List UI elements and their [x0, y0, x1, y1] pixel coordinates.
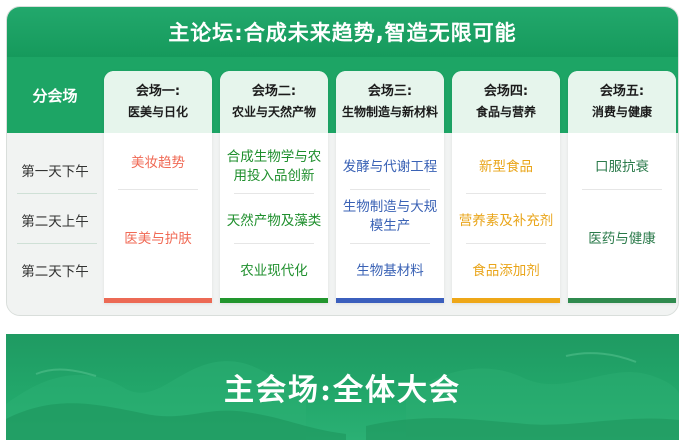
- venue-color-bar: [336, 298, 444, 303]
- session-cell: 农业现代化: [240, 262, 308, 279]
- session-cell: 口服抗衰: [595, 158, 649, 175]
- venue-color-bar: [104, 298, 212, 303]
- row-labels: 第一天下午 第二天上午 第二天下午: [7, 133, 103, 313]
- cell-divider: [234, 193, 314, 194]
- session-cell: 医美与护肤: [124, 230, 192, 247]
- venue-header-3: 会场三: 生物制造与新材料: [336, 71, 444, 133]
- cell-divider: [582, 189, 662, 190]
- row-divider: [17, 193, 97, 194]
- venue-title: 会场一:: [135, 84, 181, 99]
- session-cell: 医药与健康: [588, 230, 656, 247]
- venue-column-5: 会场五: 消费与健康 口服抗衰 医药与健康: [568, 71, 676, 303]
- row-divider: [17, 243, 97, 244]
- plenary-title: 主会场:全体大会: [223, 373, 462, 408]
- venue-title: 会场四:: [483, 84, 529, 99]
- venue-subtitle: 农业与天然产物: [231, 105, 316, 119]
- venue-subtitle: 医美与日化: [127, 105, 188, 119]
- plenary-banner: 主会场:全体大会: [6, 334, 679, 440]
- session-cell: 天然产物及藻类: [226, 212, 322, 229]
- cell-divider: [350, 243, 430, 244]
- session-cell: 美妆趋势: [131, 154, 185, 171]
- venue-header-2: 会场二: 农业与天然产物: [220, 71, 328, 133]
- row-label-day2-am: 第二天上午: [21, 214, 89, 230]
- venue-header-4: 会场四: 食品与营养: [452, 71, 560, 133]
- mountain-background-icon: [6, 352, 679, 440]
- venue-title: 会场二:: [251, 84, 297, 99]
- agenda-card: 主论坛:合成未来趋势,智造无限可能 分会场 第一天下午 第二天上午 第二天下午 …: [6, 6, 679, 316]
- venue-title: 会场五:: [599, 84, 645, 99]
- venue-header-1: 会场一: 医美与日化: [104, 71, 212, 133]
- venue-header-5: 会场五: 消费与健康: [568, 71, 676, 133]
- venue-column-1: 会场一: 医美与日化 美妆趋势 医美与护肤: [104, 71, 212, 303]
- venue-title: 会场三:: [367, 84, 413, 99]
- session-cell: 营养素及补充剂: [458, 212, 554, 229]
- session-cell: 生物基材料: [356, 262, 424, 279]
- main-forum-title: 主论坛:合成未来趋势,智造无限可能: [7, 7, 678, 57]
- cell-divider: [350, 189, 430, 190]
- venue-subtitle: 食品与营养: [475, 105, 536, 119]
- cell-divider: [234, 243, 314, 244]
- venue-color-bar: [568, 298, 676, 303]
- venue-subtitle: 生物制造与新材料: [341, 105, 438, 119]
- session-cell: 新型食品: [479, 158, 533, 175]
- venue-column-4: 会场四: 食品与营养 新型食品 营养素及补充剂 食品添加剂: [452, 71, 560, 303]
- row-label-day2-pm: 第二天下午: [21, 264, 89, 280]
- venue-column-2: 会场二: 农业与天然产物 合成生物学与农用投入品创新 天然产物及藻类 农业现代化: [220, 71, 328, 303]
- session-cell: 生物制造与大规模生产: [342, 199, 438, 234]
- cell-divider: [118, 189, 198, 190]
- session-cell: 发酵与代谢工程: [342, 158, 438, 175]
- venue-color-bar: [220, 298, 328, 303]
- venue-color-bar: [452, 298, 560, 303]
- session-cell: 合成生物学与农用投入品创新: [226, 149, 322, 184]
- row-label-day1-pm: 第一天下午: [21, 164, 89, 180]
- cell-divider: [466, 193, 546, 194]
- venue-column-3: 会场三: 生物制造与新材料 发酵与代谢工程 生物制造与大规模生产 生物基材料: [336, 71, 444, 303]
- row-header-label: 分会场: [32, 86, 78, 105]
- cell-divider: [466, 243, 546, 244]
- venue-subtitle: 消费与健康: [591, 105, 652, 119]
- session-cell: 食品添加剂: [472, 262, 540, 279]
